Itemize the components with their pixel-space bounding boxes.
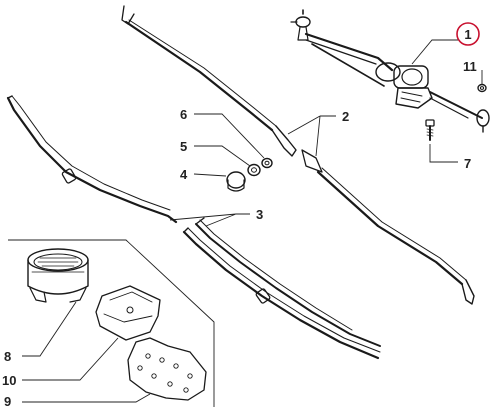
callout-11-label: 11 <box>463 59 477 74</box>
callout-2-label: 2 <box>342 109 349 124</box>
cap-part-4 <box>226 171 246 192</box>
callout-1-label: 1 <box>464 27 471 42</box>
wiper-linkage-assembly <box>290 9 490 133</box>
speaker-part-8 <box>27 248 89 303</box>
wiper-blade-left <box>6 95 178 224</box>
nut-part-11 <box>477 83 487 93</box>
gasket-part-9 <box>127 337 207 401</box>
callout-7-label: 7 <box>464 156 471 171</box>
cover-part-10 <box>95 285 161 341</box>
wiper-arm-upper <box>121 5 297 157</box>
callout-3-label: 3 <box>256 207 263 222</box>
nut-part-5 <box>247 163 261 177</box>
callout-5-label: 5 <box>180 139 187 154</box>
callout-10-label: 10 <box>2 373 16 388</box>
washer-part-6 <box>261 157 273 169</box>
callout-6-label: 6 <box>180 107 187 122</box>
group-outline <box>8 239 215 407</box>
leader-lines <box>22 39 483 403</box>
wiper-blade-right-pair <box>182 217 381 360</box>
callout-1-circle <box>456 22 480 46</box>
bolt-part-7 <box>425 119 435 141</box>
callout-1: 1 <box>456 22 480 46</box>
wiper-arm-lower <box>301 149 475 305</box>
callout-4-label: 4 <box>180 167 188 182</box>
callout-9-label: 9 <box>4 394 11 407</box>
callout-8-label: 8 <box>4 349 11 364</box>
